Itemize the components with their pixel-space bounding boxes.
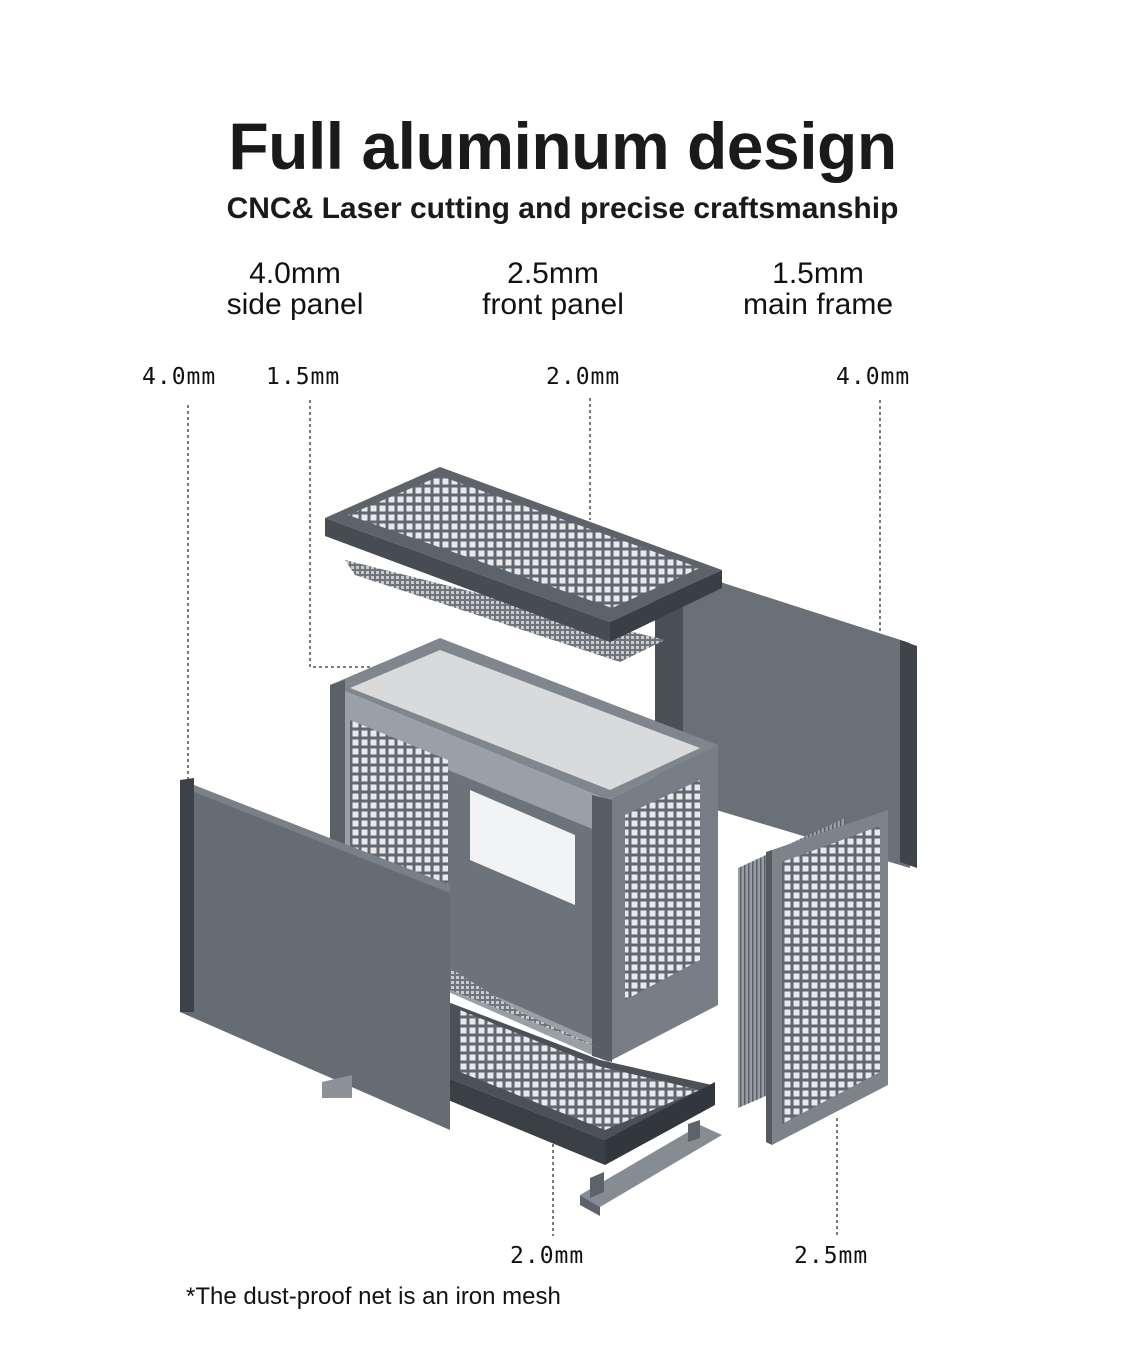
bottom-panel: [448, 968, 715, 1165]
top-panel: [325, 467, 722, 662]
spec-front-panel: 2.5mm front panel: [423, 258, 683, 320]
spec-main-frame: 1.5mm main frame: [688, 258, 948, 320]
spec-value: 2.5mm: [507, 257, 599, 290]
right-side-panel: [655, 570, 917, 868]
leader-lines: [187, 398, 881, 1236]
spec-value: 1.5mm: [772, 257, 864, 290]
spec-value: 4.0mm: [249, 257, 341, 290]
callout-left-side-panel: 4.0mm: [142, 364, 217, 390]
leader-main-frame: [309, 400, 385, 668]
spec-side-panel: 4.0mm side panel: [165, 258, 425, 320]
page-subtitle: CNC& Laser cutting and precise craftsman…: [226, 192, 899, 225]
callout-bottom-panel: 2.0mm: [510, 1243, 585, 1269]
callout-main-frame: 1.5mm: [266, 364, 341, 390]
spec-label: front panel: [482, 288, 624, 321]
foot-rail: [580, 1120, 722, 1216]
left-side-panel: [180, 778, 450, 1130]
page-title: Full aluminum design: [228, 109, 897, 183]
callout-top-panel: 2.0mm: [546, 364, 621, 390]
spec-label: side panel: [226, 288, 364, 321]
spec-label: main frame: [742, 288, 894, 321]
footnote: *The dust-proof net is an iron mesh: [186, 1283, 561, 1310]
callout-right-side-panel: 4.0mm: [836, 364, 911, 390]
callout-front-panel: 2.5mm: [794, 1243, 869, 1269]
front-panel: [738, 810, 888, 1145]
